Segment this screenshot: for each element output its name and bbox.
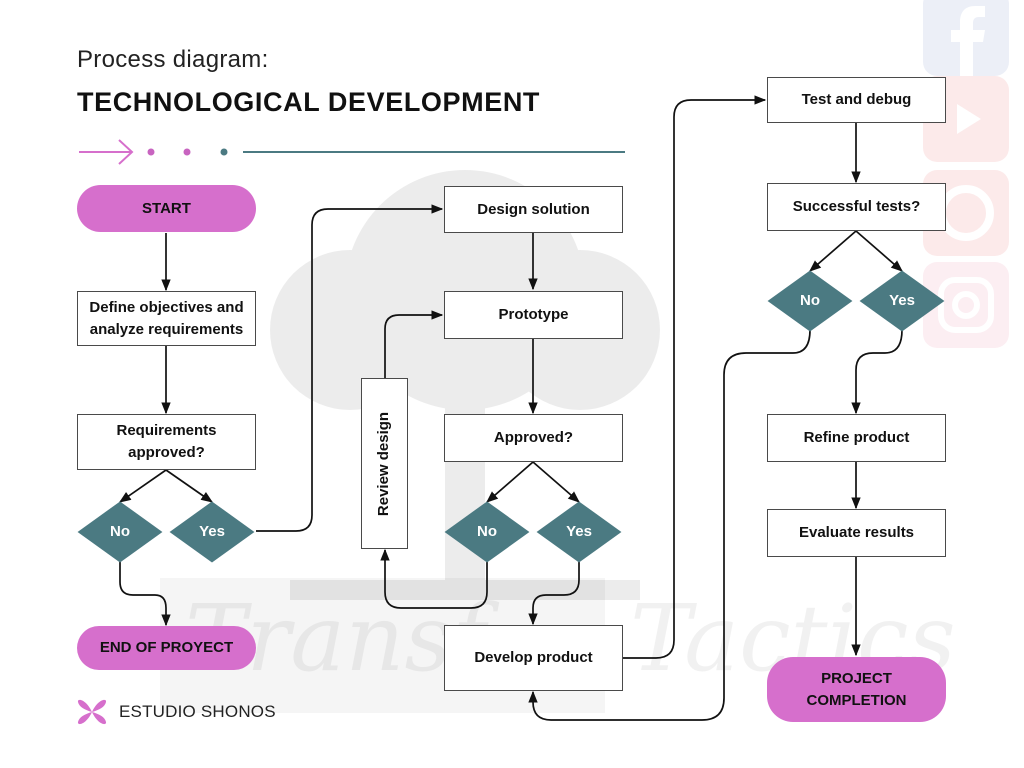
prototype-box: Prototype xyxy=(444,291,623,339)
evaluate-results-box: Evaluate results xyxy=(767,509,946,557)
arrow-yes-to-refine xyxy=(851,329,903,415)
arrow-successful-to-no xyxy=(809,230,857,272)
header-decoration xyxy=(79,139,625,165)
no-decision-middle: No xyxy=(444,501,530,562)
review-design-box: Review design xyxy=(361,378,408,549)
facebook-icon xyxy=(923,0,1009,76)
successful-tests-box: Successful tests? xyxy=(767,183,946,231)
deco-dot-1 xyxy=(147,148,155,156)
arrow-req-to-yes xyxy=(165,469,213,503)
design-solution-box: Design solution xyxy=(444,186,623,233)
diagram-title: TECHNOLOGICAL DEVELOPMENT xyxy=(77,87,541,117)
project-completion-node: PROJECT COMPLETION xyxy=(767,657,946,722)
yes-decision-left: Yes xyxy=(169,501,255,562)
refine-product-box: Refine product xyxy=(767,414,946,462)
approved-box: Approved? xyxy=(444,414,623,462)
yes-decision-right: Yes xyxy=(859,270,945,331)
brand-name: ESTUDIO SHONOS xyxy=(119,702,276,721)
no-decision-right: No xyxy=(767,270,853,331)
deco-arrow-head xyxy=(118,139,134,165)
start-node: START xyxy=(77,185,256,232)
develop-product-box: Develop product xyxy=(444,625,623,691)
deco-dot-3 xyxy=(220,148,228,156)
arrow-successful-to-yes xyxy=(855,230,903,272)
requirements-approved-box: Requirements approved? xyxy=(77,414,256,470)
test-and-debug-box: Test and debug xyxy=(767,77,946,123)
butterfly-icon xyxy=(77,699,107,725)
deco-dot-2 xyxy=(183,148,191,156)
diagram-subtitle: Process diagram: xyxy=(77,46,269,73)
define-objectives-box: Define objectives and analyze requiremen… xyxy=(77,291,256,346)
arrow-req-to-no xyxy=(119,469,167,503)
yes-decision-middle: Yes xyxy=(536,501,622,562)
review-design-label: Review design xyxy=(375,411,393,516)
no-decision-left: No xyxy=(77,501,163,562)
end-of-project-node: END OF PROYECT xyxy=(77,626,256,670)
